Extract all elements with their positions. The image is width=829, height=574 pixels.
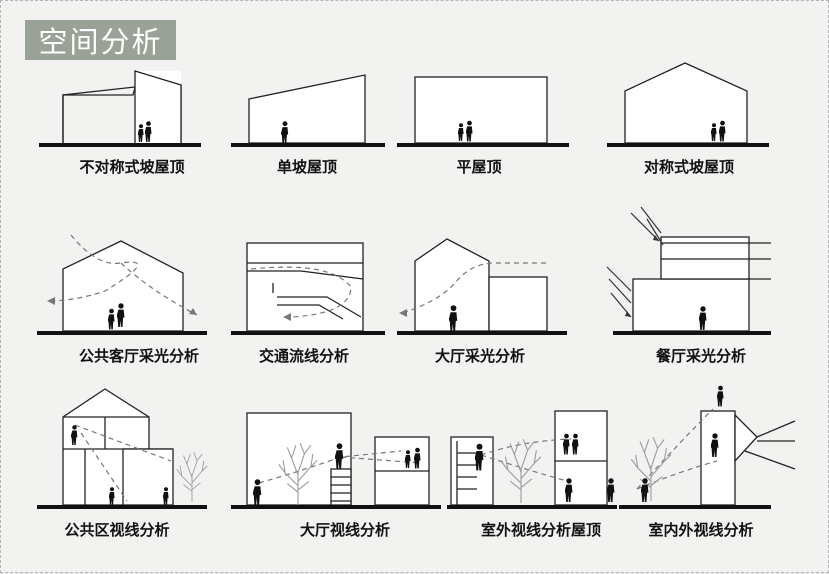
label-traffic-flow: 交通流线分析	[259, 347, 349, 365]
diagram-public-sightlines	[37, 388, 208, 509]
label-public-sightlines: 公共区视线分析	[64, 521, 169, 539]
diagram-flat-roof	[397, 76, 569, 147]
label-hall-lighting: 大厅采光分析	[435, 347, 525, 365]
page-title: 空间分析	[38, 25, 163, 59]
diagram-outdoor-sightlines	[447, 410, 617, 509]
diagram-asymmetric-roof	[39, 70, 201, 147]
label-hall-sightlines: 大厅视线分析	[300, 521, 390, 539]
diagram-mono-pitch-roof	[231, 74, 385, 147]
diagram-symmetric-roof	[607, 62, 769, 147]
diagram-traffic-flow	[231, 242, 385, 335]
diagram-dining-lighting	[606, 206, 771, 335]
diagram-indoor-outdoor-sightlines	[619, 385, 796, 509]
label-indoor-outdoor-sightlines: 室内外视线分析	[648, 521, 753, 539]
label-dining-lighting: 餐厅采光分析	[656, 347, 746, 365]
diagram-hall-lighting	[397, 238, 567, 335]
label-public-living-lighting: 公共客厅采光分析	[79, 347, 199, 365]
label-mono-pitch-roof: 单坡屋顶	[277, 158, 337, 176]
diagram-public-living-lighting	[37, 234, 207, 335]
title-banner: 空间分析	[25, 20, 176, 60]
diagram-hall-sightlines	[231, 412, 441, 509]
label-symmetric-roof: 对称式坡屋顶	[644, 158, 734, 176]
label-asymmetric-roof: 不对称式坡屋顶	[79, 158, 184, 176]
label-outdoor-sightlines: 室外视线分析屋顶	[481, 521, 601, 539]
label-flat-roof: 平屋顶	[456, 158, 501, 176]
